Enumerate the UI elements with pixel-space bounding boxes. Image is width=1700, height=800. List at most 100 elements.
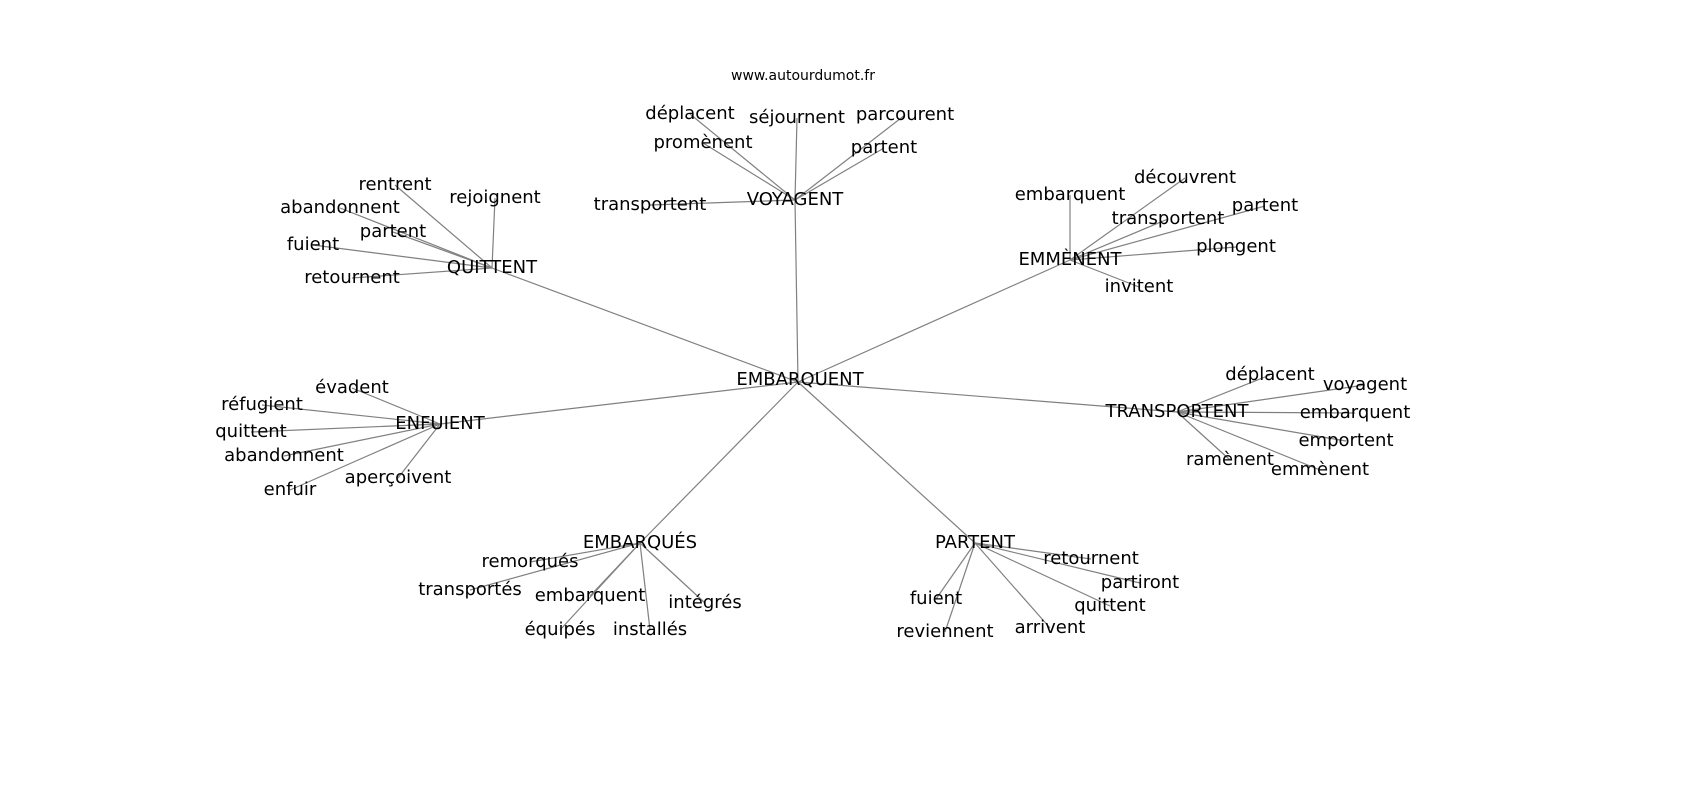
- edge-leaf: [1176, 411, 1321, 471]
- site-title: www.autourdumot.fr: [731, 68, 875, 84]
- leaf-node[interactable]: partent: [851, 137, 917, 158]
- edge-leaf: [469, 542, 641, 591]
- leaf-node[interactable]: invitent: [1105, 276, 1174, 297]
- edges: [250, 113, 1366, 633]
- edge-leaf: [559, 542, 641, 631]
- leaf-node[interactable]: quittent: [215, 421, 287, 442]
- edge-center-5: [639, 381, 799, 544]
- leaf-node[interactable]: abandonnent: [224, 445, 344, 466]
- edge-leaf: [397, 423, 441, 479]
- edge-leaf: [1069, 259, 1140, 288]
- leaf-node[interactable]: intégrés: [668, 592, 741, 613]
- leaf-node[interactable]: transportent: [1112, 208, 1225, 229]
- edge-leaf: [351, 387, 441, 425]
- leaf-node[interactable]: transportent: [594, 194, 707, 215]
- leaf-node[interactable]: fuient: [287, 234, 339, 255]
- edge-leaf: [250, 423, 441, 433]
- leaf-node[interactable]: installés: [613, 619, 687, 640]
- leaf-node[interactable]: découvrent: [1134, 167, 1236, 188]
- edge-leaf: [392, 231, 493, 269]
- leaf-node[interactable]: équipés: [525, 619, 596, 640]
- edge-leaf: [491, 197, 496, 269]
- edge-leaf: [794, 147, 885, 201]
- leaf-node[interactable]: promènent: [654, 132, 753, 153]
- edge-leaf: [1069, 218, 1169, 261]
- leaf-node[interactable]: déplacent: [645, 103, 734, 124]
- edge-center-0: [794, 199, 799, 383]
- edge-leaf: [702, 142, 796, 201]
- hub-node[interactable]: QUITTENT: [447, 257, 538, 278]
- hub-node[interactable]: PARTENT: [935, 532, 1016, 553]
- edge-leaf: [394, 184, 493, 269]
- edge-leaf: [639, 542, 651, 631]
- leaf-node[interactable]: abandonnent: [280, 197, 400, 218]
- edge-leaf: [1069, 205, 1266, 261]
- edge-leaf: [794, 117, 798, 201]
- edge-center-2: [797, 259, 1071, 383]
- edge-leaf: [289, 423, 441, 491]
- leaf-node[interactable]: partent: [1232, 195, 1298, 216]
- hub-node[interactable]: TRANSPORTENT: [1104, 401, 1249, 422]
- leaf-node[interactable]: évadent: [315, 377, 389, 398]
- leaf-node[interactable]: embarquent: [535, 585, 646, 606]
- leaf-node[interactable]: réfugient: [221, 394, 303, 415]
- leaf-node[interactable]: parcourent: [856, 104, 954, 125]
- leaf-node[interactable]: retournent: [304, 267, 400, 288]
- edge-leaf: [935, 542, 976, 600]
- edge-leaf: [283, 423, 441, 457]
- leaf-node[interactable]: plongent: [1196, 236, 1276, 257]
- edge-leaf: [529, 542, 641, 563]
- leaf-node[interactable]: embarquent: [1015, 184, 1126, 205]
- leaf-node[interactable]: arrivent: [1015, 617, 1086, 638]
- edge-leaf: [1176, 411, 1356, 414]
- leaf-node[interactable]: emmènent: [1271, 459, 1369, 480]
- leaf-node[interactable]: déplacent: [1225, 364, 1314, 385]
- edge-leaf: [689, 113, 796, 201]
- hub-node[interactable]: ENFUIENT: [395, 413, 486, 434]
- edge-leaf: [649, 199, 796, 206]
- edge-leaf: [1176, 411, 1347, 442]
- edge-leaf: [974, 542, 1141, 584]
- edge-leaf: [944, 542, 976, 633]
- leaf-node[interactable]: ramènent: [1186, 449, 1274, 470]
- leaf-node[interactable]: embarquent: [1300, 402, 1411, 423]
- edge-leaf: [794, 114, 906, 201]
- leaf-node[interactable]: emportent: [1298, 430, 1393, 451]
- edge-leaf: [1069, 246, 1237, 261]
- leaf-node[interactable]: rentrent: [358, 174, 431, 195]
- leaf-node[interactable]: transportés: [418, 579, 522, 600]
- edge-leaf: [974, 542, 1111, 607]
- leaf-node[interactable]: voyagent: [1323, 374, 1407, 395]
- leaf-node[interactable]: aperçoivent: [345, 467, 452, 488]
- edge-center-3: [439, 381, 799, 425]
- edge-leaf: [1069, 177, 1186, 261]
- center-node[interactable]: EMBARQUENT: [736, 369, 864, 390]
- edge-leaf: [1176, 411, 1231, 461]
- edge-center-6: [797, 381, 976, 544]
- leaf-node[interactable]: partent: [360, 221, 426, 242]
- leaf-node[interactable]: partiront: [1101, 572, 1179, 593]
- leaf-node[interactable]: enfuir: [264, 479, 317, 500]
- edge-leaf: [351, 267, 493, 279]
- edge-leaf: [261, 404, 441, 425]
- edge-leaf: [1176, 384, 1366, 413]
- leaf-node[interactable]: remorqués: [482, 551, 579, 572]
- leaf-node[interactable]: fuient: [910, 588, 962, 609]
- edge-leaf: [312, 244, 493, 269]
- leaf-node[interactable]: séjournent: [749, 107, 845, 128]
- leaf-node[interactable]: quittent: [1074, 595, 1146, 616]
- leaf-node[interactable]: rejoignent: [449, 187, 540, 208]
- edge-leaf: [639, 542, 706, 604]
- edge-leaf: [1176, 374, 1271, 413]
- leaf-node[interactable]: reviennent: [896, 621, 993, 642]
- hub-node[interactable]: EMBARQUÉS: [583, 531, 697, 553]
- edge-center-1: [491, 267, 799, 383]
- edge-leaf: [974, 542, 1092, 560]
- edge-leaf: [974, 542, 1051, 629]
- edge-center-4: [797, 381, 1178, 413]
- hub-node[interactable]: VOYAGENT: [747, 189, 845, 210]
- leaf-node[interactable]: retournent: [1043, 548, 1139, 569]
- hub-node[interactable]: EMMÈNENT: [1018, 248, 1122, 270]
- labels: www.autourdumot.fr EMBARQUENT déplacent s…: [215, 68, 1410, 642]
